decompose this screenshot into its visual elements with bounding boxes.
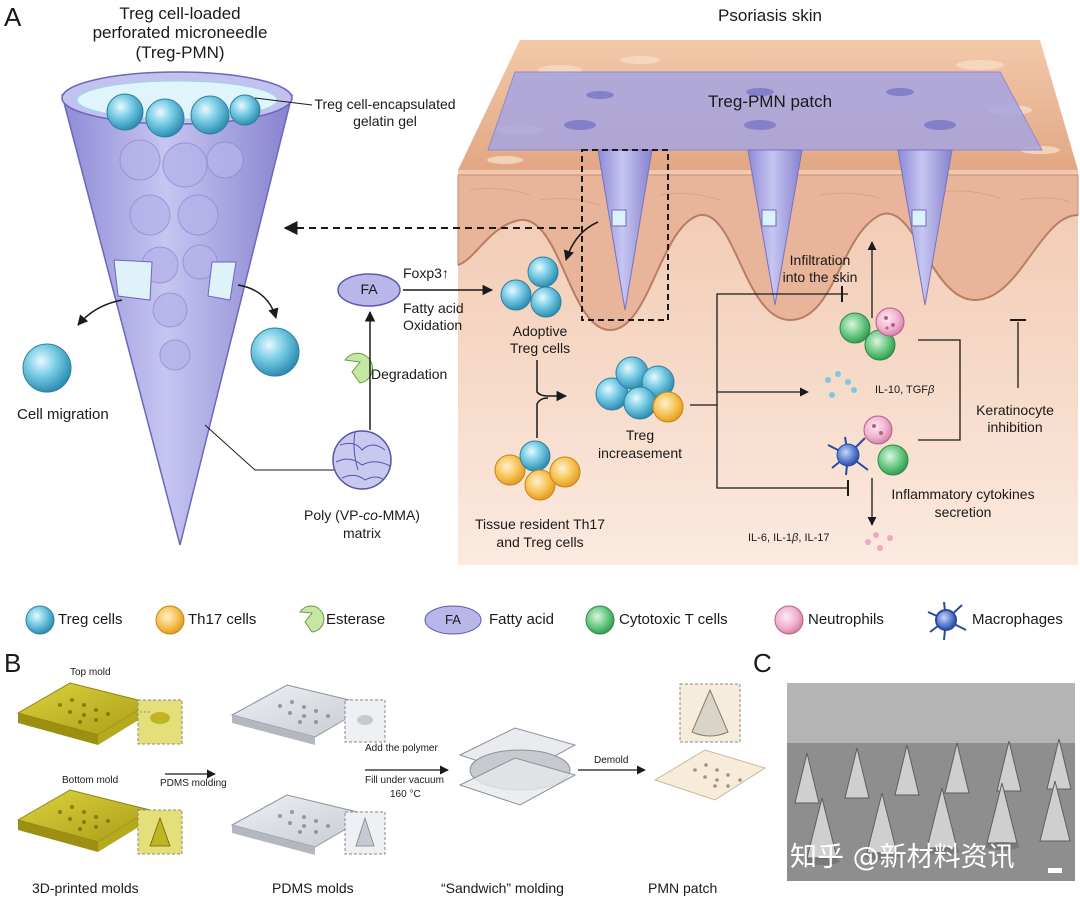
microneedle-title-line3: (Treg-PMN): [135, 43, 225, 62]
keratinocyte-line1: Keratinocyte: [976, 402, 1054, 418]
legend-label-esterase: Esterase: [326, 611, 386, 628]
adoptive-treg-line1: Adoptive: [512, 323, 568, 339]
treg-increasement-line2: increasement: [597, 445, 683, 461]
inflammatory-line2: secretion: [934, 504, 992, 520]
degradation-label: Degradation: [371, 366, 448, 382]
treg-cell-icon: [25, 605, 55, 635]
caption-sandwich-molding: “Sandwich” molding: [441, 880, 564, 896]
gel-label-line1: Treg cell-encapsulated: [314, 96, 456, 112]
infiltration-line2: into the skin: [782, 269, 858, 285]
caption-printed-molds: 3D-printed molds: [32, 880, 139, 896]
top-mold-label: Top mold: [70, 667, 111, 678]
add-polymer-label: Add the polymer: [365, 743, 438, 754]
pdms-molding-label: PDMS molding: [160, 778, 227, 789]
polymer-label-line1: Poly (VP-co-MMA): [304, 507, 420, 523]
psoriasis-skin-block: [457, 40, 1079, 565]
legend-label-fatty-acid: Fatty acid: [489, 611, 555, 628]
caption-pmn-patch: PMN patch: [648, 880, 718, 896]
mechanism-pathway: [332, 221, 1026, 551]
legend-fa-badge: FA: [445, 612, 461, 627]
fatty-acid-icon: [424, 605, 482, 635]
fabrication-process: [16, 682, 767, 855]
adoptive-treg-line2: Treg cells: [509, 340, 571, 356]
legend-label-neutrophils: Neutrophils: [808, 611, 884, 628]
legend-label-treg: Treg cells: [58, 611, 123, 628]
cytotoxic-t-cell-icon: [585, 605, 615, 635]
treg-increasement-line1: Treg: [625, 427, 655, 443]
fatty-acid-oxidation-line1: Fatty acid: [403, 300, 464, 316]
gel-label-line2: gelatin gel: [353, 113, 417, 129]
demold-label: Demold: [594, 755, 629, 766]
microneedle-title-line2: perforated microneedle: [92, 23, 268, 42]
foxp3-label: Foxp3↑: [403, 265, 449, 281]
fatty-acid-oxidation-line2: Oxidation: [403, 317, 463, 333]
neutrophil-icon: [774, 605, 804, 635]
macrophage-icon: [927, 601, 967, 641]
polymer-label-line2: matrix: [342, 525, 382, 541]
microneedle-photo: 知乎 @新材料资讯: [787, 683, 1075, 881]
caption-pdms-molds: PDMS molds: [272, 880, 354, 896]
microneedle-title-line1: Treg cell-loaded: [119, 4, 241, 23]
il6-label: IL-6, IL-1β, IL-17: [748, 532, 830, 544]
psoriasis-skin-title: Psoriasis skin: [718, 6, 822, 25]
panel-label-a: A: [4, 2, 22, 32]
fa-badge-text: FA: [360, 281, 378, 297]
legend-icons: [25, 601, 967, 641]
esterase-icon: [299, 605, 325, 633]
il10-label: IL-10, TGFβ: [875, 384, 935, 396]
cell-migration-label: Cell migration: [17, 406, 109, 423]
tissue-resident-line2: and Treg cells: [496, 534, 584, 550]
legend-label-th17: Th17 cells: [188, 611, 257, 628]
keratinocyte-line2: inhibition: [987, 419, 1043, 435]
th17-cell-icon: [155, 605, 185, 635]
inflammatory-line1: Inflammatory cytokines: [891, 486, 1035, 502]
tissue-resident-line1: Tissue resident Th17: [475, 516, 605, 532]
scale-bar: [1048, 868, 1062, 873]
infiltration-line1: Infiltration: [789, 252, 851, 268]
legend-label-macrophages: Macrophages: [972, 611, 1063, 628]
panel-label-c: C: [753, 648, 772, 678]
microneedle-illustration: [22, 71, 336, 546]
bottom-mold-label: Bottom mold: [62, 775, 119, 786]
patch-label: Treg-PMN patch: [707, 92, 833, 111]
temperature-label: 160 °C: [390, 789, 421, 800]
fill-vacuum-label: Fill under vacuum: [365, 775, 444, 786]
legend-label-cytotoxic: Cytotoxic T cells: [619, 611, 728, 628]
panel-label-b: B: [4, 648, 22, 678]
watermark-text: 知乎 @新材料资讯: [790, 842, 1015, 873]
